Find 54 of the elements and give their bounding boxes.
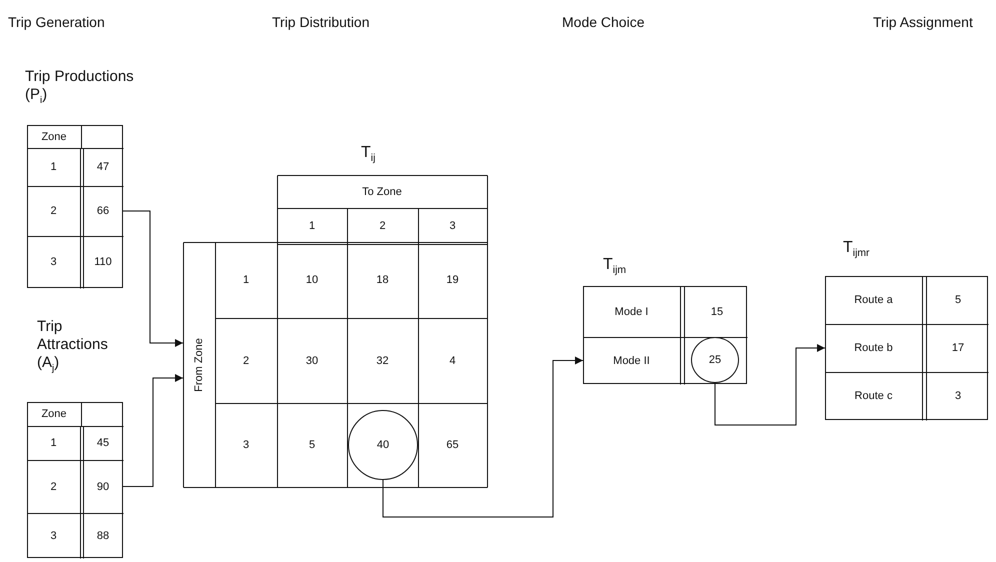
connector-arrow [382,356,584,518]
table-cell-text: Zone [40,130,68,144]
table-cell-text: 15 [710,304,724,320]
table-cell-text: 2 [378,218,387,234]
table-cell-text: 17 [950,341,966,356]
table-cell-text: 47 [96,160,110,175]
table-cell-text: 88 [96,528,110,544]
table-cell-text: Route c [854,389,894,404]
table-title: T$_{ijmr}$ [843,238,871,261]
table-cell-text: 2 [49,480,58,494]
table-cell-text: 5 [308,438,316,453]
table-cell: 66 [83,186,123,236]
table-cell-text: 18 [375,273,390,288]
table-cell: 90 [83,460,123,513]
stage-heading: Trip Assignment [873,13,974,32]
table-cell: Route b [825,324,922,372]
table-cell-text: 3 [49,255,58,270]
connector-arrow [122,210,184,347]
table-cell-text: 3 [448,218,457,234]
connector-arrow [122,374,184,487]
table-cell-text: 2 [242,354,250,368]
table-cell-text: 110 [93,255,113,270]
stage-heading: Trip Generation [8,13,106,32]
table-title: T$_{ijm}$ [603,255,628,278]
table-cell-text: 5 [954,293,962,308]
table-cell-text: 1 [242,273,250,288]
table-cell: Mode II [583,337,680,384]
table-cell-text: 65 [445,438,460,453]
table-cell-text: 32 [375,354,390,368]
stage-heading: Mode Choice [562,13,646,32]
table-cell-text: Zone [40,407,68,422]
table-cell-text: To Zone [361,184,403,200]
table-title: T$_{ij}$ [361,143,376,166]
table-cell-text: 3 [954,389,962,404]
table-cell-text: 4 [448,354,457,368]
table-cell-text: Mode I [614,304,650,320]
table-cell-text: 3 [242,438,250,453]
table-cell-text: From Zone [192,336,206,394]
table-title: Trip Productions (P$_{i}$) [25,68,135,107]
table-cell-text: 1 [49,160,58,175]
table-cell-text: 19 [445,273,460,288]
connector-arrow [714,344,826,426]
table-title: Trip Attractions (A$_{j}$) [37,318,109,375]
table-cell-text: 3 [49,528,58,544]
circled-value: 40 [348,410,418,480]
table-cell-text: 10 [304,273,320,288]
table-cell-text: 2 [49,204,58,219]
table-cell-text: 45 [96,436,110,451]
table-cell-text: 1 [49,436,58,451]
table-cell-text: 30 [304,354,320,368]
table-cell-text: Route a [853,293,894,308]
table-cell-text: 1 [308,218,316,234]
circled-value: 25 [691,337,739,383]
stage-heading: Trip Distribution [272,13,371,32]
